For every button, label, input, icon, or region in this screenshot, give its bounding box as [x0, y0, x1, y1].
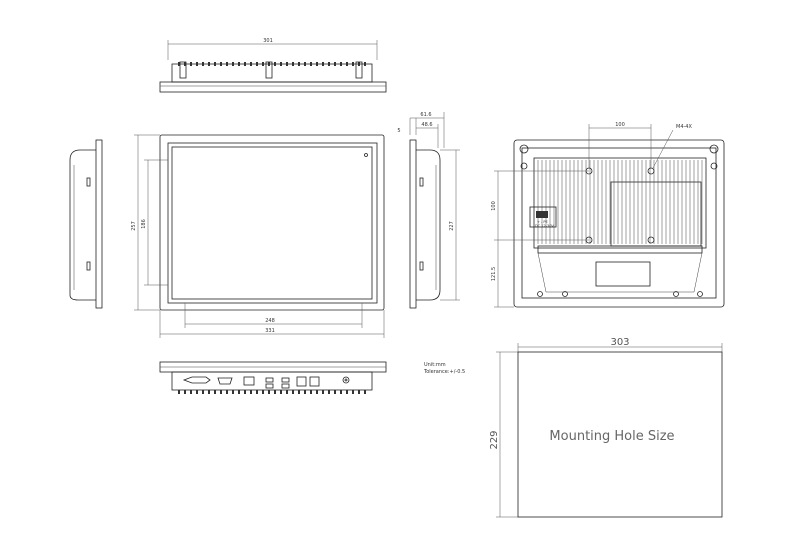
side-depth2-dim: 48.6 — [421, 122, 432, 128]
right-side-view: 61.6 48.6 5 227 — [397, 112, 460, 309]
mounting-title: Mounting Hole Size — [549, 429, 674, 444]
mounting-width-dim: 303 — [610, 337, 629, 348]
unit-note: Unit:mm — [424, 362, 446, 368]
rear-spacing-v: 100 — [491, 201, 497, 211]
power-rating: DC 12-30V — [535, 224, 554, 228]
screw-label: M4-4X — [676, 124, 692, 130]
mounting-hole-view: 303 229 Mounting Hole Size — [489, 337, 723, 518]
top-width-dim: 301 — [263, 38, 273, 44]
side-panel-dim: 5 — [397, 128, 400, 134]
front-inner-height-dim: 186 — [141, 219, 147, 229]
left-side-view — [69, 139, 103, 309]
mounting-height-dim: 229 — [489, 430, 500, 449]
front-view: 257 186 248 331 — [131, 134, 385, 338]
side-depth-dim: 61.6 — [420, 112, 431, 118]
front-width-dim: 248 — [265, 318, 275, 324]
rear-offset-v: 121.5 — [491, 267, 497, 281]
rear-view: + - PE DC 12-30V 100 M4-4X 100 121.5 — [491, 122, 725, 308]
bottom-view — [159, 361, 387, 394]
top-view: 301 — [159, 38, 387, 93]
rear-spacing-h: 100 — [615, 122, 625, 128]
front-outer-width-dim: 331 — [265, 328, 275, 334]
power-label: + - PE — [537, 220, 548, 224]
front-height-dim: 257 — [131, 221, 137, 231]
tolerance-note: Tolerance:+/-0.5 — [423, 369, 465, 375]
side-height-dim: 227 — [449, 221, 455, 231]
